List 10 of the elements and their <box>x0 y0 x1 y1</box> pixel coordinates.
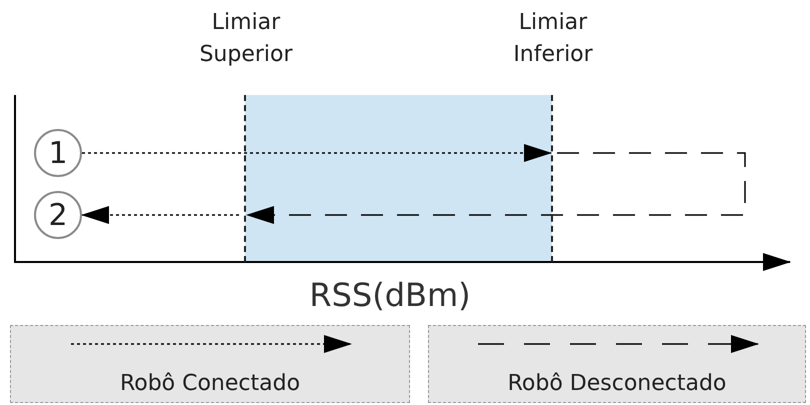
axis-label: RSS(dBm) <box>308 276 472 314</box>
threshold-heading: Limiar Inferior <box>512 9 594 69</box>
step-number-circle: 2 <box>34 191 82 239</box>
step-number-circle: 1 <box>34 129 82 177</box>
legend-text: Robô Conectado <box>118 371 302 396</box>
legend-text: Robô Desconectado <box>506 371 728 396</box>
arrow <box>81 206 239 224</box>
arrow <box>82 144 552 162</box>
arrow <box>246 152 746 224</box>
threshold-heading: Limiar Superior <box>198 9 294 69</box>
